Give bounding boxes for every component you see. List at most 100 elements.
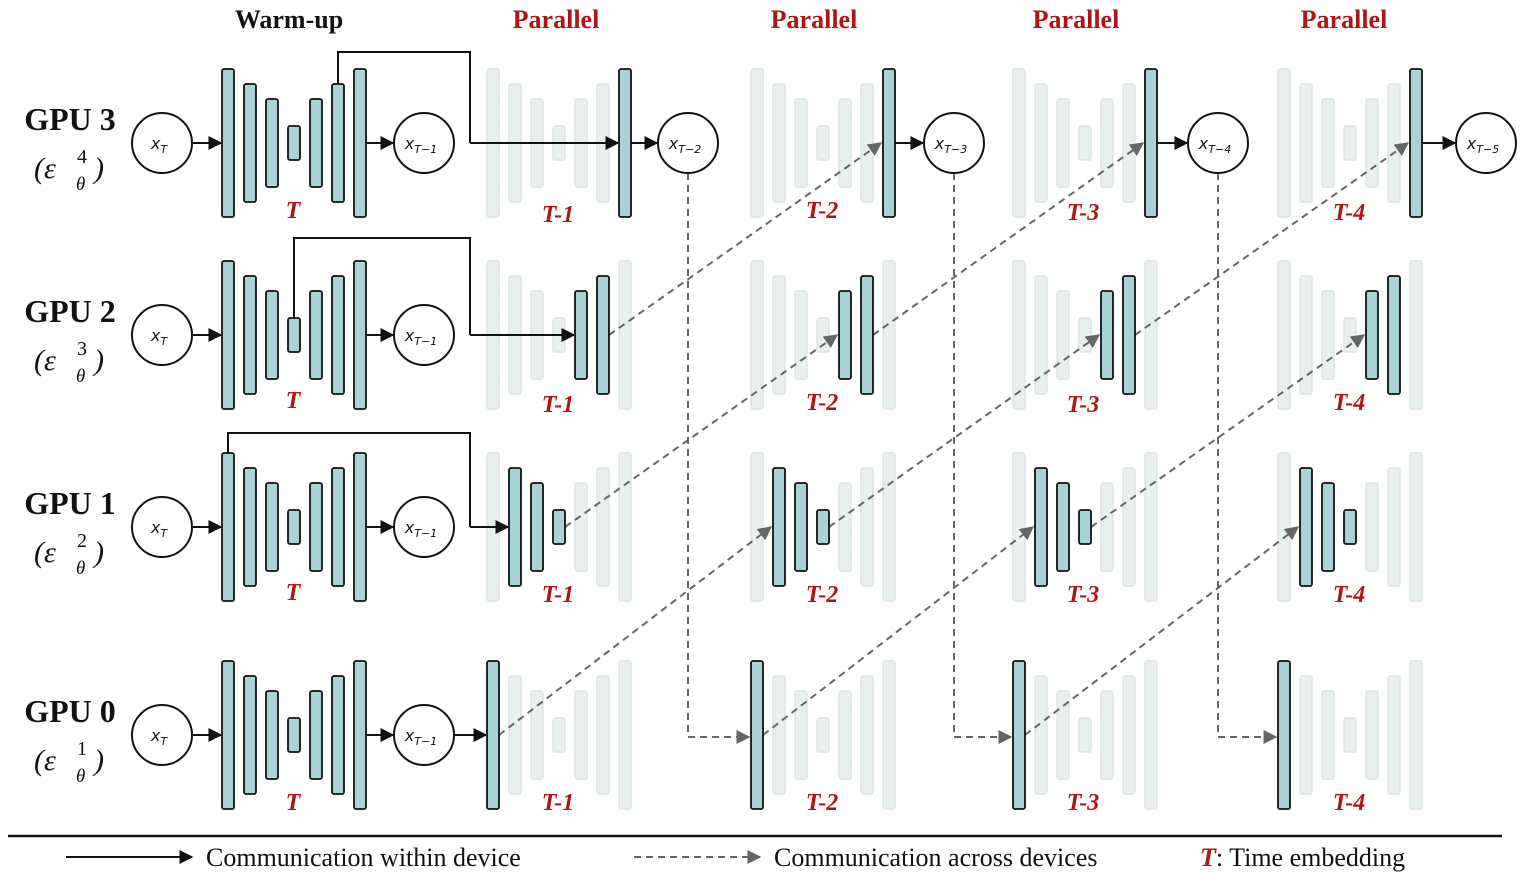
unet-block-active [552, 509, 566, 545]
eps-subscript: θ [76, 366, 85, 387]
unet-block-faded [596, 467, 610, 587]
input-latent: xT [131, 304, 193, 366]
latent-circle [131, 304, 193, 366]
unet-block-faded [1365, 482, 1379, 572]
unet-block-faded [1409, 660, 1423, 810]
unet-block-faded [596, 675, 610, 795]
unet-block-active [772, 467, 786, 587]
unet-block-faded [860, 675, 874, 795]
latent-label: xT−1 [404, 134, 437, 156]
unet-block-faded [860, 467, 874, 587]
unet-block-faded [552, 717, 566, 753]
gpu-label-2: GPU 2 (ε 3 θ ) [24, 293, 116, 387]
latent-label: xT−4 [1198, 134, 1231, 156]
timestep-label: T [286, 198, 302, 224]
unet-block-active [265, 98, 279, 188]
unet-block-faded [816, 317, 830, 353]
unet-block-active [1299, 467, 1313, 587]
unet-block-faded [1012, 68, 1026, 218]
timestep-label: T [286, 580, 302, 606]
timestep-label: T-4 [1333, 390, 1365, 416]
unet-block-active [860, 275, 874, 395]
gpu-name: GPU 0 [24, 693, 116, 729]
timestep-label: T-3 [1067, 790, 1099, 816]
unet-block-active [1144, 68, 1158, 218]
unet-block-faded [1409, 452, 1423, 602]
unet-block-faded [1078, 717, 1092, 753]
latent-circle [1455, 112, 1517, 174]
unet-block-faded [838, 98, 852, 188]
output-latent: xT−4 [1187, 112, 1249, 174]
across-device-arrow [564, 334, 839, 528]
latent-label: xT−3 [934, 134, 967, 156]
unet-block-faded [1343, 717, 1357, 753]
unet-block-faded [750, 452, 764, 602]
unet-block-active [221, 68, 235, 218]
output-latent: xT−3 [923, 112, 985, 174]
unet-block-faded [1100, 98, 1114, 188]
timestep-label: T-3 [1067, 392, 1099, 418]
unet-block-faded [1056, 98, 1070, 188]
output-latent: xT−1 [393, 304, 455, 366]
header-parallel-1: Parallel [513, 5, 600, 34]
unet-block-active [221, 260, 235, 410]
unet-block-active [265, 482, 279, 572]
unet-block-faded [1144, 660, 1158, 810]
unet-block-faded [838, 690, 852, 780]
eps-close: ) [92, 152, 104, 185]
unet-block-faded [618, 260, 632, 410]
unet-block-faded [1034, 83, 1048, 203]
unet-block-active [1034, 467, 1048, 587]
unet-block-faded [1321, 98, 1335, 188]
legend-across-label: Communication across devices [774, 843, 1097, 872]
gpu-name: GPU 3 [24, 101, 116, 137]
eps-subscript: θ [76, 558, 85, 579]
unet-block-active [1365, 290, 1379, 380]
unet-block-active [331, 275, 345, 395]
gpu-label-0: GPU 0 (ε 1 θ ) [24, 693, 116, 787]
unet-block-faded [1100, 482, 1114, 572]
unet-block-active [309, 690, 323, 780]
unet-block-faded [1365, 98, 1379, 188]
unet-block-faded [508, 675, 522, 795]
gpu-name: GPU 2 [24, 293, 116, 329]
header-parallel-4: Parallel [1301, 5, 1388, 34]
across-device-arrow [608, 142, 883, 336]
unet-block-active [1321, 482, 1335, 572]
unet-block-faded [1299, 83, 1313, 203]
unet-block-active [530, 482, 544, 572]
unet-block-faded [860, 83, 874, 203]
unet-block-active [309, 98, 323, 188]
communication-layer [192, 51, 1457, 744]
unet-block-faded [1056, 290, 1070, 380]
eps-superscript: 4 [77, 146, 87, 168]
timestep-label: T-4 [1333, 790, 1365, 816]
latent-label: xT [150, 726, 168, 748]
eps-superscript: 1 [77, 738, 87, 760]
timestep-label: T-2 [806, 198, 838, 224]
eps-label: (ε [34, 152, 56, 185]
unet-block-faded [772, 275, 786, 395]
unet-block-faded [1277, 68, 1291, 218]
gpu-name: GPU 1 [24, 485, 116, 521]
gpu-label-3: GPU 3 (ε 4 θ ) [24, 101, 116, 195]
unet-block-active [1343, 509, 1357, 545]
unet-block-faded [1299, 675, 1313, 795]
unet-block-faded [1299, 275, 1313, 395]
unet-block-faded [1343, 125, 1357, 161]
unet-block-faded [1034, 675, 1048, 795]
unet-block-faded [1012, 452, 1026, 602]
latent-label: xT−5 [1466, 134, 1499, 156]
unet-block-active [265, 690, 279, 780]
unet-block-active [1100, 290, 1114, 380]
unet-block-faded [816, 717, 830, 753]
eps-superscript: 2 [77, 530, 87, 552]
output-latent: xT−1 [393, 112, 455, 174]
unet-block-faded [1100, 690, 1114, 780]
eps-close: ) [92, 744, 104, 777]
across-device-arrow [828, 334, 1101, 528]
latent-circle [393, 304, 455, 366]
unet-block-faded [1122, 467, 1136, 587]
unet-block-active [243, 83, 257, 203]
